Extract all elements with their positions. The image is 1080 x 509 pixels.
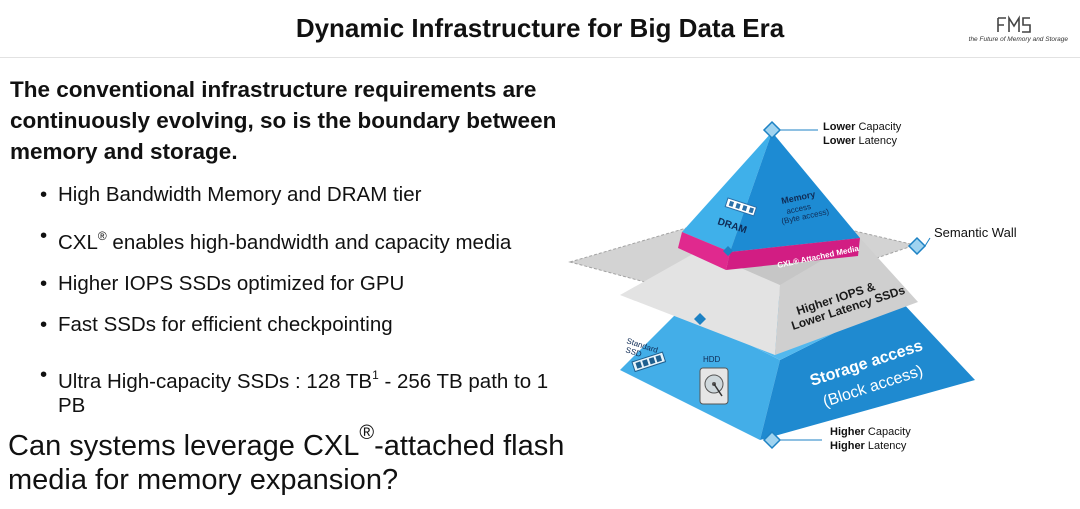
page-title: Dynamic Infrastructure for Big Data Era: [295, 13, 785, 43]
hdd-icon: [699, 367, 729, 405]
bullet-item: High Bandwidth Memory and DRAM tier: [40, 183, 580, 207]
top-diamond-marker: [762, 120, 782, 140]
bullet-item: Higher IOPS SSDs optimized for GPU: [40, 272, 580, 296]
registered-mark: ®: [359, 422, 375, 444]
closing-question: Can systems leverage CXL®-attached flash…: [8, 416, 588, 497]
wall-connector: [924, 237, 931, 247]
memory-tier-left: [682, 132, 772, 252]
registered-mark: ®: [97, 229, 107, 243]
bottom-diamond-marker: [762, 430, 782, 450]
bullet-list: High Bandwidth Memory and DRAM tier CXL®…: [40, 183, 580, 418]
bullet-text: Ultra High-capacity SSDs : 128 TB: [58, 370, 373, 393]
bullet-text: Fast SSDs for efficient checkpointing: [58, 313, 393, 336]
semantic-wall-label: Semantic Wall: [934, 225, 1017, 240]
bottom-annotation: Higher Capacity Higher Latency: [830, 426, 911, 452]
bullet-item: CXL® enables high-bandwidth and capacity…: [40, 224, 580, 255]
header: Dynamic Infrastructure for Big Data Era …: [0, 0, 1080, 58]
bullet-text: CXL: [58, 231, 98, 254]
bullet-text: - 256 TB path to 1 PB: [58, 370, 549, 417]
cxl-band-left: [678, 232, 730, 270]
dram-module-icon: [724, 197, 758, 217]
memory-tier-right: [730, 132, 860, 252]
memory-storage-pyramid: DRAM Memory access (Byte access) CXL® At…: [560, 110, 1080, 470]
top-annotation: Lower Capacity Lower Latency: [823, 121, 902, 147]
bullet-item: Ultra High-capacity SSDs : 128 TB1 - 256…: [40, 363, 568, 418]
question-text: Can systems leverage CXL: [8, 430, 360, 462]
header-divider: [0, 57, 1080, 58]
wall-diamond-marker: [907, 236, 927, 256]
iops-tier-right: [775, 238, 918, 355]
intro-heading: The conventional infrastructure requirem…: [10, 77, 557, 164]
fms-logo-icon: [997, 15, 1031, 33]
cxl-band-right: [726, 238, 860, 270]
bullet-text: enables high-bandwidth and capacity medi…: [106, 231, 512, 254]
storage-tier-right: [760, 300, 975, 440]
fms-logo: the Future of Memory and Storage: [956, 14, 1068, 46]
bullet-text: High Bandwidth Memory and DRAM tier: [58, 183, 422, 206]
pyramid-svg: DRAM Memory access (Byte access) CXL® At…: [568, 120, 975, 450]
footnote-mark: 1: [372, 368, 379, 382]
hdd-label: HDD: [703, 355, 721, 364]
standard-ssd-icon: [631, 351, 667, 373]
iops-diamond-marker: [694, 313, 706, 325]
logo-tagline: the Future of Memory and Storage: [968, 36, 1068, 43]
bullet-text: Higher IOPS SSDs optimized for GPU: [58, 272, 405, 295]
memory-diamond-marker: [723, 246, 733, 256]
question-text: -attached flash media for memory expansi…: [8, 430, 565, 496]
bullet-item: Fast SSDs for efficient checkpointing: [40, 313, 580, 337]
iops-tier-left: [620, 250, 780, 355]
